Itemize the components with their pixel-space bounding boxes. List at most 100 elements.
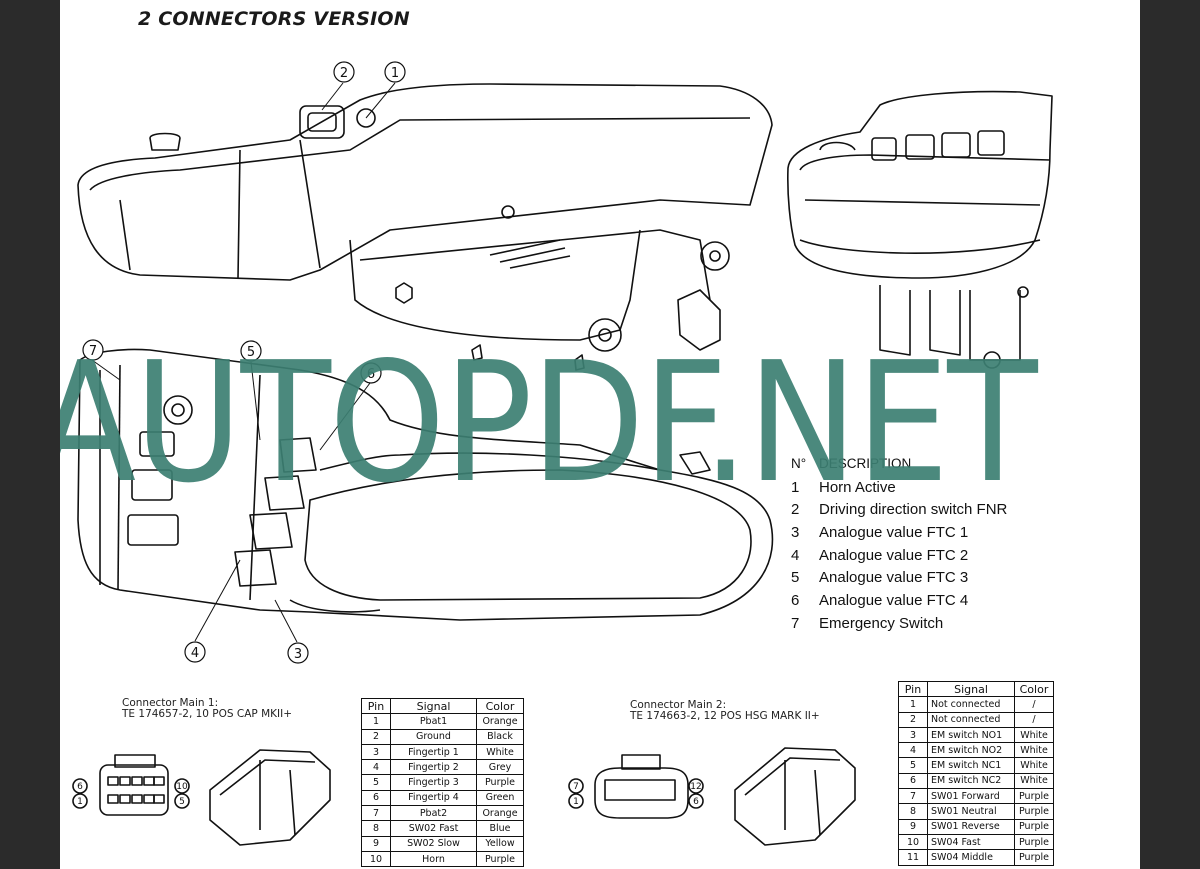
connector-main-2-housing (734, 747, 856, 846)
page-title: 2 CONNECTORS VERSION (138, 8, 410, 30)
table-cell: Not connected (927, 711, 1015, 728)
table-cell: 7 (898, 788, 928, 805)
table-cell: 10 (898, 833, 928, 851)
desc-header-no: N° (791, 456, 807, 471)
table-cell: 10 (361, 850, 391, 868)
connector-main-1-housing (209, 749, 331, 846)
handle-front-view (787, 90, 1053, 369)
table-cell: Purple (1014, 803, 1054, 820)
callout-3: 3 (294, 647, 302, 662)
table-cell: Purple (1014, 818, 1054, 835)
callout-circles (82, 61, 406, 664)
table-cell: 2 (361, 728, 391, 745)
table-cell: Horn (390, 850, 477, 868)
table-cell: Ground (390, 728, 477, 745)
table-cell: White (1014, 757, 1054, 774)
connector-main-1-label: Connector Main 1: TE 174657-2, 10 POS CA… (122, 697, 293, 720)
desc-header: DESCRIPTION (819, 456, 912, 471)
table-cell: 7 (361, 805, 391, 822)
connector-main-2-face (568, 754, 704, 819)
table-cell: Purple (476, 850, 524, 868)
table-cell: 4 (898, 742, 928, 759)
callout-1: 1 (391, 66, 399, 81)
conn2-pin-label: 6 (693, 797, 699, 807)
table-cell: / (1014, 711, 1054, 728)
table-cell: White (1014, 726, 1054, 744)
table-cell: / (1014, 696, 1054, 713)
table-cell: 9 (898, 818, 928, 835)
table-cell: 6 (898, 772, 928, 790)
joystick-drawing: 2 1 7 5 6 4 3 6 10 1 5 7 12 1 6 (72, 61, 1053, 846)
document-page: 2 CONNECTORS VERSION (60, 0, 1140, 869)
handle-side-view (77, 83, 773, 371)
table-cell: 3 (898, 726, 928, 744)
conn2-pin-label: 7 (573, 782, 579, 792)
table-cell: Fingertip 2 (390, 759, 477, 776)
table-cell: SW02 Fast (390, 820, 477, 837)
table-cell: SW02 Slow (390, 835, 477, 852)
conn1-pin-label: 5 (179, 797, 185, 807)
connector-main-2-label: Connector Main 2: TE 174663-2, 12 POS HS… (630, 699, 820, 722)
table-cell: Purple (1014, 849, 1054, 866)
callout-5: 5 (247, 345, 255, 360)
table-cell: Pbat1 (390, 713, 477, 730)
table-cell: SW01 Reverse (927, 818, 1015, 835)
table-cell: 5 (361, 774, 391, 791)
table-cell: White (1014, 772, 1054, 790)
table-cell: EM switch NC1 (927, 757, 1015, 774)
table-cell: 8 (898, 803, 928, 820)
conn1-pin-label: 10 (176, 782, 188, 792)
table-cell: 9 (361, 835, 391, 852)
table-cell: 6 (361, 789, 391, 807)
callout-4: 4 (191, 646, 199, 661)
table-cell: SW04 Fast (927, 833, 1015, 851)
table-cell: 1 (361, 713, 391, 730)
table-cell: 1 (898, 696, 928, 713)
table-cell: Orange (476, 805, 524, 822)
table-cell: 3 (361, 743, 391, 761)
table-cell: Green (476, 789, 524, 807)
conn2-pin-label: 1 (573, 797, 579, 807)
conn1-pin-label: 6 (77, 782, 83, 792)
conn2-pin-label: 12 (690, 782, 701, 792)
table-cell: Purple (1014, 833, 1054, 851)
table-cell: Purple (1014, 788, 1054, 805)
table-cell: Blue (476, 820, 524, 837)
table-cell: SW01 Forward (927, 788, 1015, 805)
table-cell: Grey (476, 759, 524, 776)
connector-main-1-face (72, 754, 190, 816)
callout-6: 6 (367, 367, 375, 382)
table-cell: Fingertip 1 (390, 743, 477, 761)
conn1-pin-label: 1 (77, 797, 83, 807)
callout-7: 7 (89, 344, 97, 359)
table-cell: Black (476, 728, 524, 745)
table-cell: White (476, 743, 524, 761)
table-cell: Pbat2 (390, 805, 477, 822)
handle-perspective-view (77, 348, 774, 621)
table-cell: Yellow (476, 835, 524, 852)
table-cell: EM switch NO2 (927, 742, 1015, 759)
table-cell: EM switch NO1 (927, 726, 1015, 744)
